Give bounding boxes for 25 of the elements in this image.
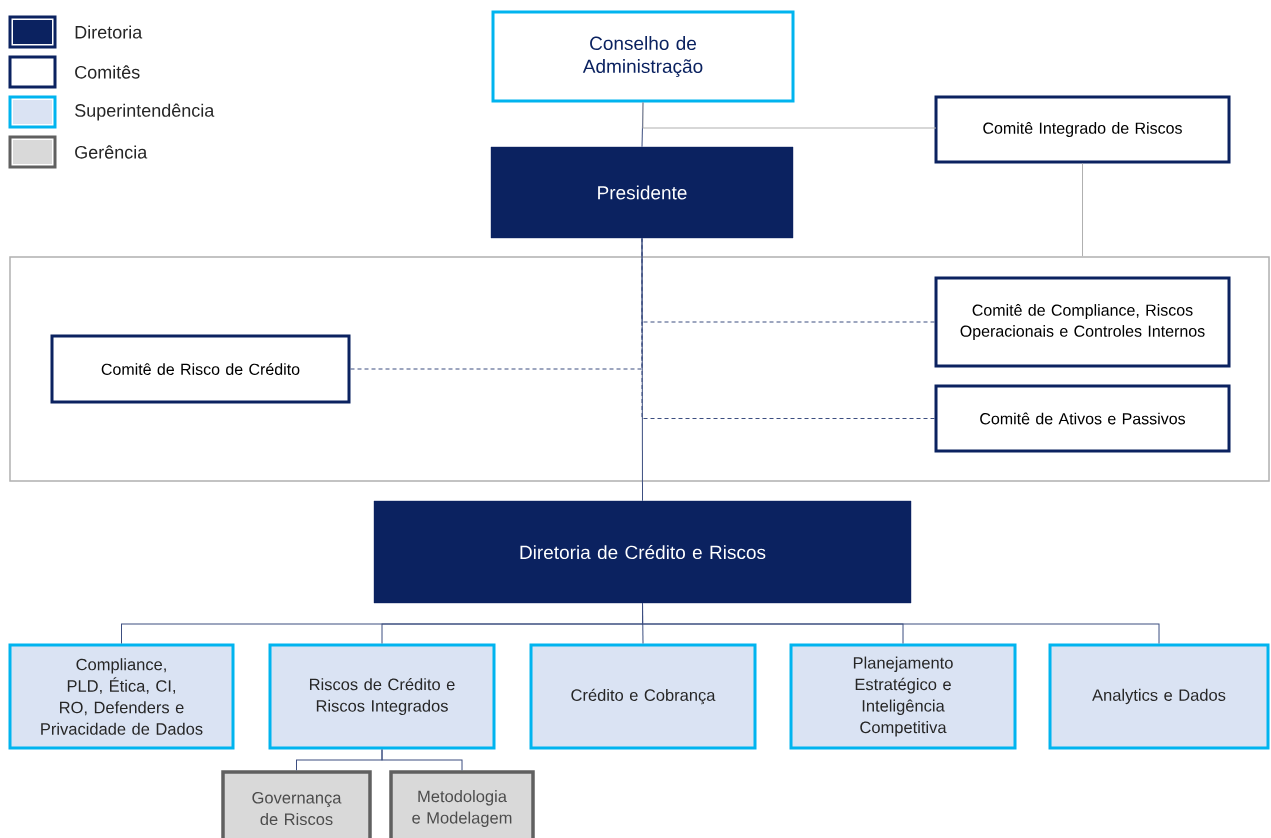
management-box: Governança de Riscos [221,770,372,838]
committee-box: Comitê de Ativos e Passivos [934,384,1231,453]
connector-line [381,749,463,771]
director-box: Diretoria de Crédito e Riscos [373,500,912,604]
department-box: Riscos de Crédito e Riscos Integrados [268,643,496,750]
management-box: Metodologia e Modelagem [389,770,535,838]
legend-label: Gerência [75,145,148,159]
committees-panel [9,256,1270,482]
department-box: Compliance, PLD, Ética, CI, RO, Defenders e Privacidade de Dados [8,643,235,750]
board-box: Conselho de Administração [491,10,795,103]
legend-label: Comitês [75,65,140,79]
committee-box: Comitê de Risco de Crédito [50,334,351,404]
connector-line [642,602,1160,644]
committee-box: Comitê Integrado de Riscos [934,95,1231,164]
department-box: Analytics e Dados [1048,643,1270,750]
legend-label: Superintendência [75,103,215,121]
department-box: Crédito e Cobrança [529,643,757,750]
connector-line [642,102,937,129]
department-box: Planejamento Estratégico e Inteligência Competitiva [789,643,1017,750]
connector-line [641,237,935,419]
legend-label: Diretoria [75,25,143,39]
connector-line [1082,163,1083,257]
connector-line [350,237,643,370]
director-box: Presidente [490,146,794,239]
committee-box: Comitê de Compliance, Riscos Operacionais e Controles Internos [934,276,1231,368]
